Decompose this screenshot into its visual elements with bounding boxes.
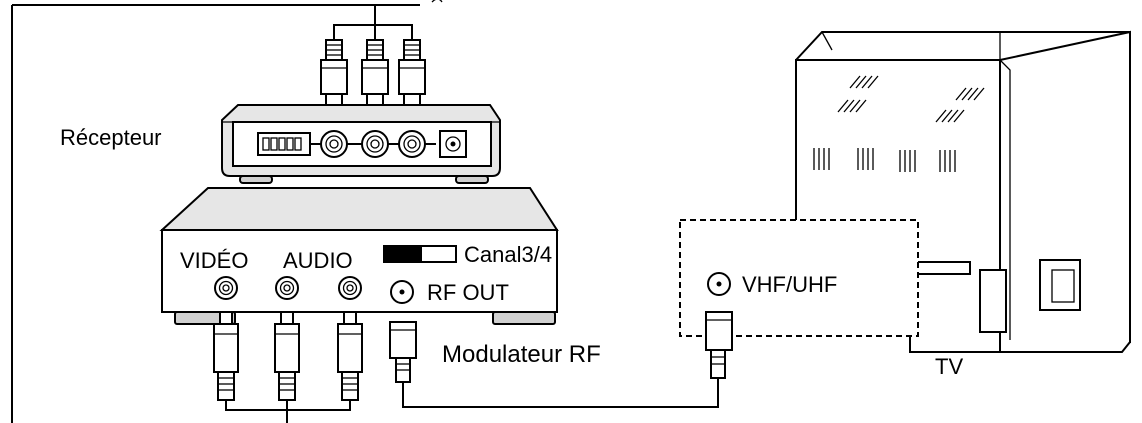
receiver-top-cables [333, 5, 413, 40]
channel-switch [383, 245, 457, 263]
receiver-jack-2 [361, 130, 389, 158]
receiver-jack-1 [320, 130, 348, 158]
dip-switch-icon [257, 132, 311, 156]
rf-cable [402, 378, 719, 408]
modulator-plug-3 [337, 311, 363, 401]
receiver-plugs [320, 39, 426, 122]
modulator-label: Modulateur RF [442, 341, 601, 368]
audio-label: AUDIO [283, 248, 353, 273]
vhf-uhf-label: VHF/UHF [742, 272, 837, 297]
modulator-plug-1 [213, 311, 239, 401]
receiver-label: Récepteur [60, 125, 162, 150]
audio-jack-right [338, 276, 362, 300]
receiver-jack-3 [398, 130, 426, 158]
modulator-plug-2 [274, 311, 300, 401]
vhf-uhf-jack-icon [707, 272, 731, 296]
tv-antenna-plug [705, 311, 733, 379]
tv-vents-lower [813, 148, 956, 172]
modulator-bottom-cables [225, 400, 351, 423]
receiver-plug-1 [320, 39, 348, 122]
tv-vents-upper [837, 75, 985, 123]
receiver-box [221, 104, 501, 184]
frame-border [11, 4, 420, 423]
rf-cable-plug [389, 321, 417, 383]
tv-label: TV [935, 354, 963, 379]
channel-label: Canal3/4 [464, 242, 552, 267]
audio-jack-left [275, 276, 299, 300]
video-label: VIDÉO [180, 248, 248, 273]
rf-out-label: RF OUT [427, 280, 509, 305]
power-jack-icon [439, 130, 467, 158]
receiver-plug-3 [398, 39, 426, 122]
receiver-plug-2 [361, 39, 389, 122]
rf-out-jack-icon [390, 280, 414, 304]
video-jack [214, 276, 238, 300]
modulator-plugs [213, 311, 363, 401]
cropped-glyph [431, 0, 443, 3]
